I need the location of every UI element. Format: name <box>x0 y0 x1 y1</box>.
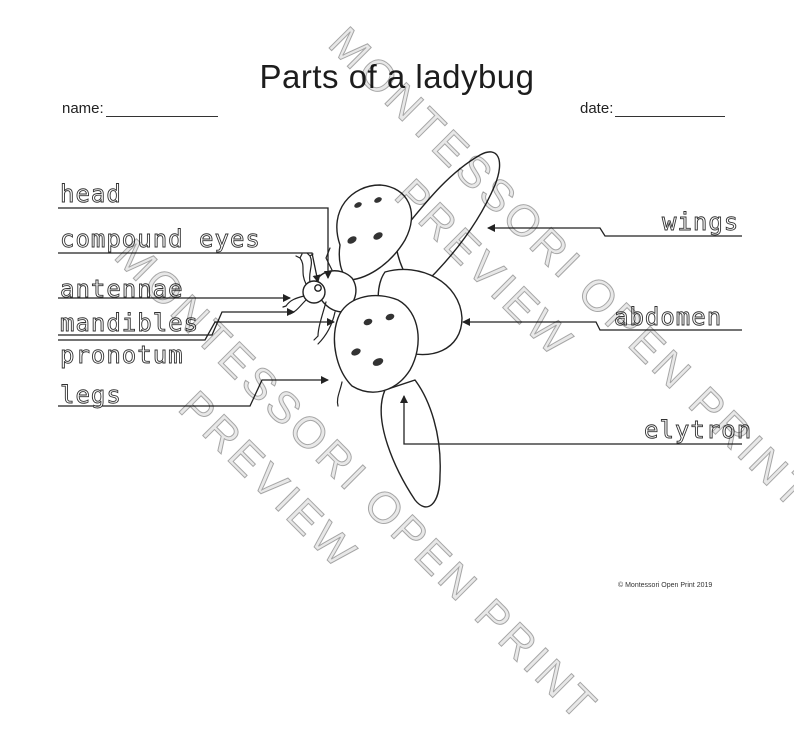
label-antennae: antennae <box>60 275 184 303</box>
worksheet-page: Parts of a ladybug name: date: <box>58 17 794 732</box>
name-blank-line <box>105 102 218 117</box>
copyright-text: © Montessori Open Print 2019 <box>618 582 713 589</box>
wings-leader <box>487 224 742 237</box>
label-legs: legs <box>60 381 122 409</box>
name-field: name: <box>62 100 218 117</box>
name-label: name: <box>62 100 104 117</box>
date-label: date: <box>580 100 614 117</box>
compound-eye-shape <box>314 284 322 292</box>
lower-elytron-shape <box>333 295 419 393</box>
label-mandibles: mandibles <box>60 309 200 337</box>
label-head: head <box>60 180 122 208</box>
head-leader <box>58 207 332 279</box>
elytron-leader <box>400 395 742 445</box>
ladybug-illustration <box>302 151 501 508</box>
compound-eyes-leader <box>58 252 321 283</box>
pronotum-leader <box>58 318 335 341</box>
date-field: date: <box>580 100 726 117</box>
page-title: Parts of a ladybug <box>259 58 535 95</box>
label-abdomen: abdomen <box>614 303 723 331</box>
label-compound-eyes: compound eyes <box>60 225 261 253</box>
upper-elytron-shape <box>336 184 413 281</box>
label-elytron: elytron <box>644 416 753 444</box>
legs-leader <box>58 376 329 407</box>
label-pronotum: pronotum <box>60 341 184 369</box>
ladybug-diagram <box>58 151 742 508</box>
mandibles-leader <box>58 308 295 336</box>
date-blank-line <box>615 102 726 117</box>
label-wings: wings <box>662 208 740 236</box>
abdomen-leader <box>462 318 742 331</box>
leader-lines <box>58 207 742 445</box>
